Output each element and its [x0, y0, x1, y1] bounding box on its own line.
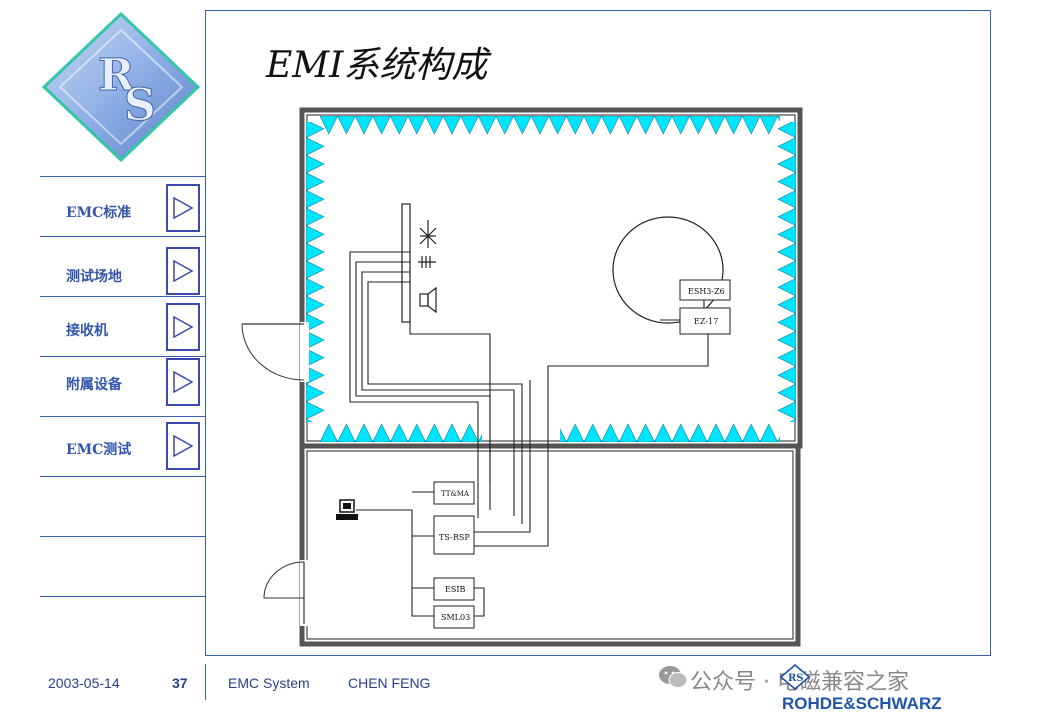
rs-brand-logo: RS — [780, 664, 810, 690]
sidebar-separator — [40, 236, 206, 237]
sidebar-separator — [40, 536, 206, 537]
ez-17-box — [679, 307, 731, 335]
wechat-icon — [659, 666, 688, 688]
sidebar-divider — [205, 10, 206, 655]
chamber-door — [241, 322, 309, 382]
control-room — [299, 443, 801, 647]
sidebar-button-test-site[interactable] — [166, 247, 200, 295]
sidebar-button-emc-test[interactable] — [166, 422, 200, 470]
ez-17-label: EZ-17 — [694, 317, 718, 326]
sidebar-item-emc-test[interactable]: EMC测试 — [66, 442, 132, 458]
emi-system-diagram: ESH3-Z6 EZ-17 TT&MA TS-RSP ESIB SML03 — [241, 107, 803, 647]
cables — [349, 251, 709, 617]
sidebar-item-receiver[interactable]: 接收机 — [66, 323, 108, 339]
esib-label: ESIB — [445, 585, 465, 594]
slide-top-border — [205, 10, 991, 11]
sidebar-separator — [40, 596, 206, 597]
svg-text:R: R — [98, 50, 135, 101]
slide-bottom-border — [205, 655, 991, 656]
esh3-z6-label: ESH3-Z6 — [688, 287, 725, 296]
footer-page-number: 37 — [172, 675, 188, 691]
sidebar-button-accessories[interactable] — [166, 358, 200, 406]
play-arrow-icon — [173, 259, 194, 283]
tt-ma-label: TT&MA — [441, 490, 470, 498]
computer-icon — [336, 499, 358, 520]
play-arrow-icon — [173, 370, 194, 394]
footer-system: EMC System — [228, 675, 310, 691]
slide-right-border — [990, 10, 991, 655]
play-arrow-icon — [173, 196, 194, 220]
slide-title: EMI系统构成 — [266, 45, 488, 86]
svg-text:S: S — [124, 80, 156, 131]
ts-rsp-label: TS-RSP — [439, 533, 470, 542]
sidebar-item-test-site[interactable]: 测试场地 — [66, 269, 122, 285]
sidebar-button-receiver[interactable] — [166, 303, 200, 351]
loop-antenna — [612, 216, 724, 324]
play-arrow-icon — [173, 315, 194, 339]
sml03-label: SML03 — [441, 613, 470, 622]
sidebar-separator — [40, 296, 206, 297]
footer-author: CHEN FENG — [348, 675, 431, 691]
tt-ma-box — [433, 481, 475, 505]
rs-logo: R S — [42, 12, 200, 162]
play-arrow-icon — [173, 434, 194, 458]
sidebar-separator — [40, 416, 206, 417]
sidebar-item-accessories[interactable]: 附属设备 — [66, 377, 122, 393]
footer-divider — [205, 664, 206, 700]
anechoic-chamber — [299, 107, 803, 449]
sidebar-separator — [40, 176, 206, 177]
footer-date: 2003-05-14 — [48, 675, 120, 691]
control-room-door — [263, 560, 309, 626]
svg-text:RS: RS — [788, 673, 804, 684]
ts-rsp-box — [433, 515, 475, 555]
sidebar-item-emc-standard[interactable]: EMC标准 — [66, 205, 132, 221]
sidebar-button-emc-standard[interactable] — [166, 184, 200, 232]
esib-box — [433, 577, 475, 601]
antenna-mast — [401, 203, 437, 323]
sml03-box — [433, 605, 475, 629]
sidebar-separator — [40, 356, 206, 357]
sidebar-separator — [40, 476, 206, 477]
esh3-z6-box — [679, 279, 731, 301]
brand-name: ROHDE&SCHWARZ — [782, 694, 942, 713]
